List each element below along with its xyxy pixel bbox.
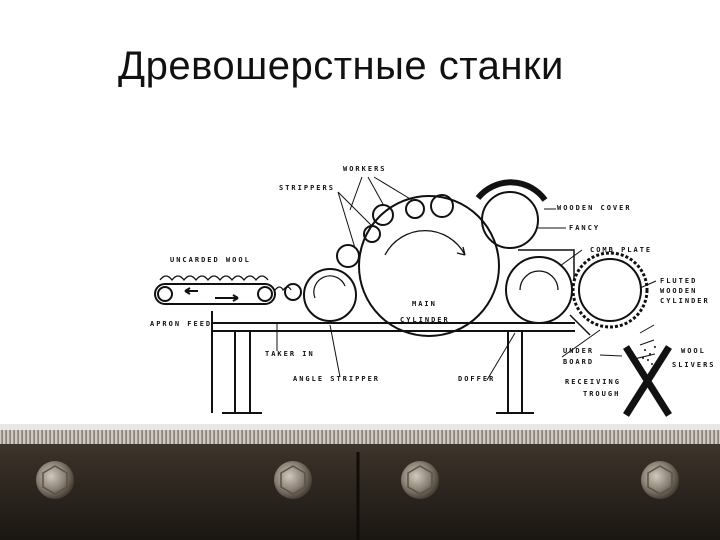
label-receiving-2: TROUGH — [583, 390, 620, 398]
label-wooden-cover: WOODEN COVER — [557, 204, 632, 212]
label-receiving-1: RECEIVING — [565, 378, 621, 386]
comb-metal-bar — [0, 452, 720, 540]
label-apron-feed: APRON FEED — [150, 320, 212, 328]
label-doffer: DOFFER — [458, 375, 495, 383]
slide-title: Древошерстные станки — [118, 44, 564, 88]
taker-in-roller — [303, 268, 357, 322]
bolts — [36, 461, 679, 499]
angle-stripper-roller — [336, 244, 360, 268]
wooden-cover — [475, 179, 548, 202]
label-comb-plate: COMB PLATE — [590, 246, 652, 254]
bolt-4 — [641, 461, 679, 499]
worker-roller-2 — [430, 194, 454, 218]
label-wool-2: SLIVERS — [672, 361, 716, 369]
worker-roller-1 — [372, 204, 394, 226]
small-feed-roller — [284, 283, 302, 301]
apron-roller-left — [157, 286, 173, 302]
label-fluted-1: FLUTED — [660, 277, 697, 285]
label-fluted-3: CYLINDER — [660, 297, 710, 305]
label-fancy: FANCY — [569, 224, 600, 232]
comb-bar-photo — [0, 424, 720, 540]
carding-machine-diagram: WORKERS STRIPPERS WOODEN COVER FANCY COM… — [150, 165, 716, 417]
label-main-1: MAIN — [412, 300, 437, 308]
bolt-1 — [36, 461, 74, 499]
label-wool-1: WOOL — [681, 347, 706, 355]
fancy-roller — [481, 191, 539, 249]
label-under-1: UNDER — [563, 347, 594, 355]
bolt-2 — [274, 461, 312, 499]
label-uncarded-wool: UNCARDED WOOL — [170, 256, 251, 264]
bolt-3 — [401, 461, 439, 499]
fluted-wooden-cylinder — [571, 251, 649, 329]
right-leg — [496, 331, 534, 414]
left-leg — [222, 331, 262, 414]
wool-slivers — [642, 346, 656, 365]
uncarded-wool — [159, 275, 269, 281]
x-mark — [623, 345, 672, 417]
label-fluted-2: WOODEN — [660, 287, 697, 295]
stripper-roller-2 — [405, 199, 425, 219]
doffer-roller — [505, 256, 573, 324]
apron-roller-right — [257, 286, 273, 302]
label-taker-in: TAKER IN — [265, 350, 315, 358]
label-under-2: BOARD — [563, 358, 594, 366]
apron-feed-belt — [154, 283, 276, 305]
label-workers: WORKERS — [343, 165, 387, 173]
comb-teeth — [0, 430, 720, 444]
label-angle-stripper: ANGLE STRIPPER — [293, 375, 380, 383]
label-main-2: CYLINDER — [400, 316, 450, 324]
main-cylinder — [358, 195, 500, 337]
label-strippers: STRIPPERS — [279, 184, 335, 192]
